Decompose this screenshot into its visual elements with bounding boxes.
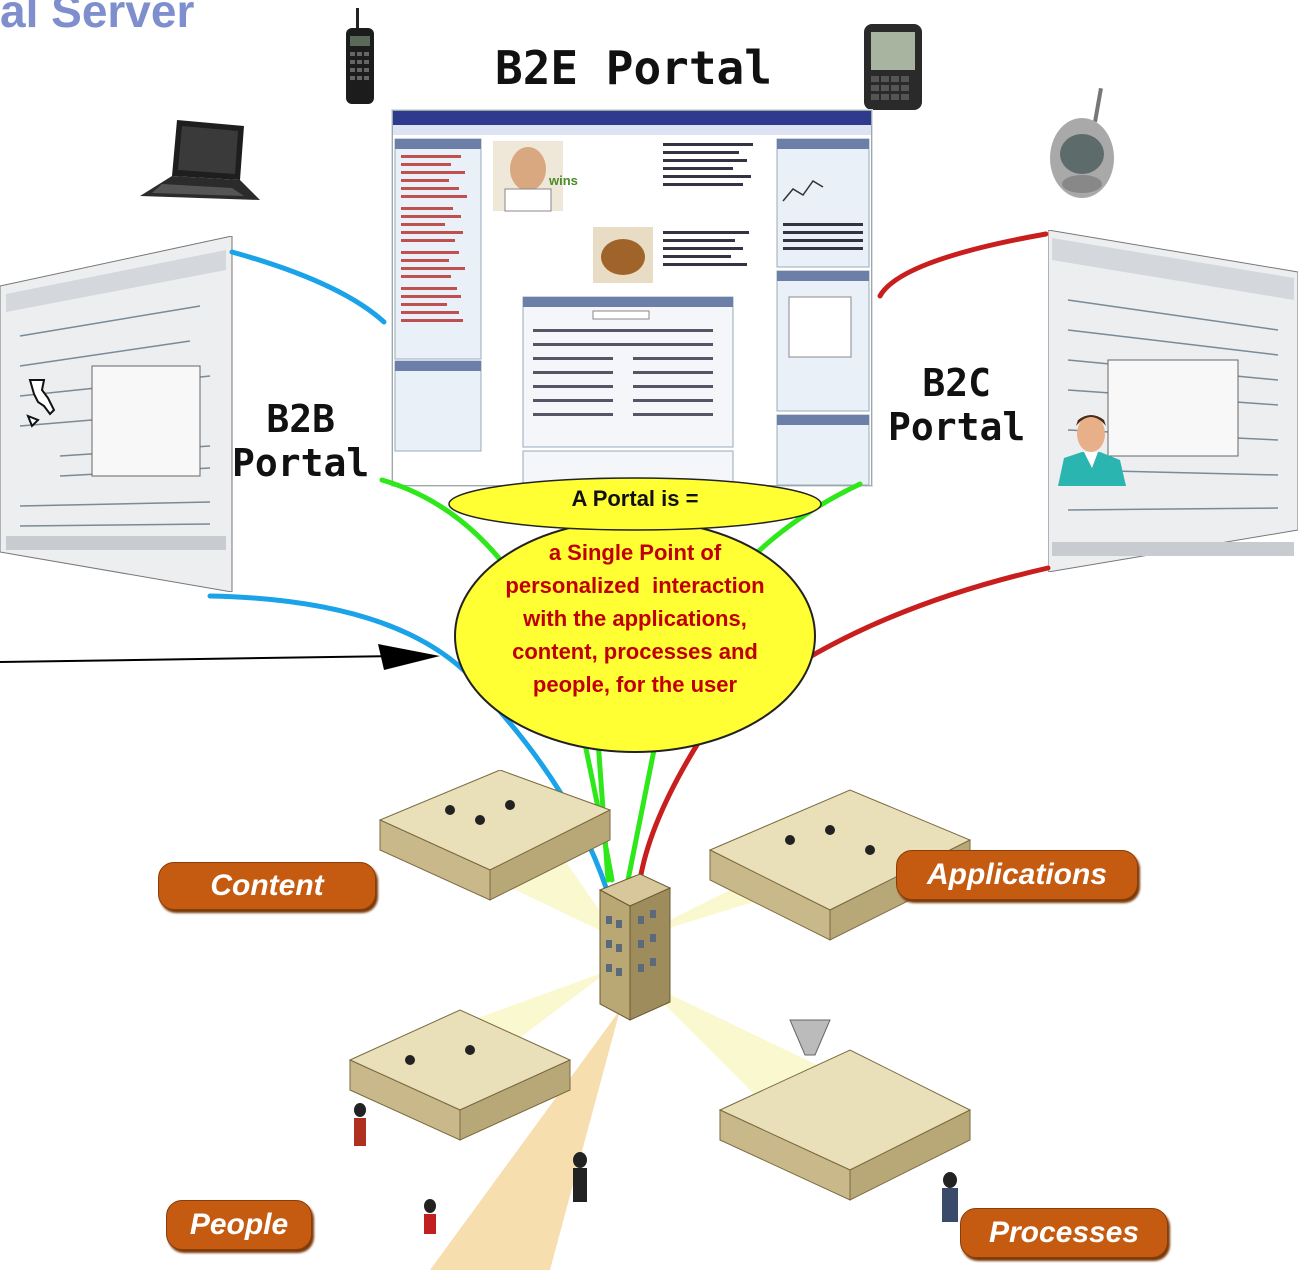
map-icon [26, 379, 56, 428]
b2b-label-line-2: Portal [232, 440, 370, 485]
building-icon [598, 873, 672, 1021]
portal-page-preview: wins [393, 111, 871, 486]
bubble-line-2: personalized interaction [505, 573, 765, 598]
applications-label-text: Applications [926, 858, 1107, 891]
bubble-line-3: with the applications, [523, 606, 747, 631]
bubble-definition: a Single Point of personalized interacti… [450, 536, 820, 701]
b2e-portal-label: B2E Portal [495, 41, 772, 95]
applications-label: Applications [896, 850, 1138, 900]
b2c-label-line-2: Portal [888, 404, 1026, 449]
people-label: People [166, 1200, 312, 1250]
portal-definition-bubble [448, 477, 822, 753]
bubble-heading: A Portal is = [571, 486, 699, 511]
processes-label: Processes [960, 1208, 1168, 1258]
pager-icon [1050, 88, 1114, 198]
laptop-icon [140, 120, 260, 200]
content-label-text: Content [210, 869, 324, 902]
svg-text:wins: wins [548, 173, 578, 188]
content-label: Content [158, 862, 376, 910]
b2b-portal-label: B2B Portal [232, 397, 370, 485]
enterprise-scene [348, 770, 972, 1270]
b2b-application-window [0, 236, 233, 592]
pointer-arrowhead [378, 644, 440, 670]
mobile-phone-icon [346, 8, 374, 104]
person-icon [1058, 415, 1126, 486]
page-title: al Server [0, 0, 195, 37]
bubble-line-5: people, for the user [532, 672, 738, 697]
b2b-label-line-1: B2B [266, 397, 335, 441]
b2e-portal-screenshot: wins [392, 110, 872, 486]
blue-line-top [229, 249, 387, 325]
people-label-text: People [189, 1208, 289, 1241]
b2c-portal-label: B2C Portal [888, 361, 1026, 449]
pda-icon [864, 24, 922, 110]
bubble-line-4: content, processes and [512, 639, 758, 664]
pointer-arrow-line [0, 655, 399, 663]
processes-label-text: Processes [988, 1216, 1140, 1249]
red-line-top [877, 231, 1049, 299]
b2c-label-line-1: B2C [922, 361, 991, 405]
bubble-line-1: a Single Point of [548, 540, 722, 565]
